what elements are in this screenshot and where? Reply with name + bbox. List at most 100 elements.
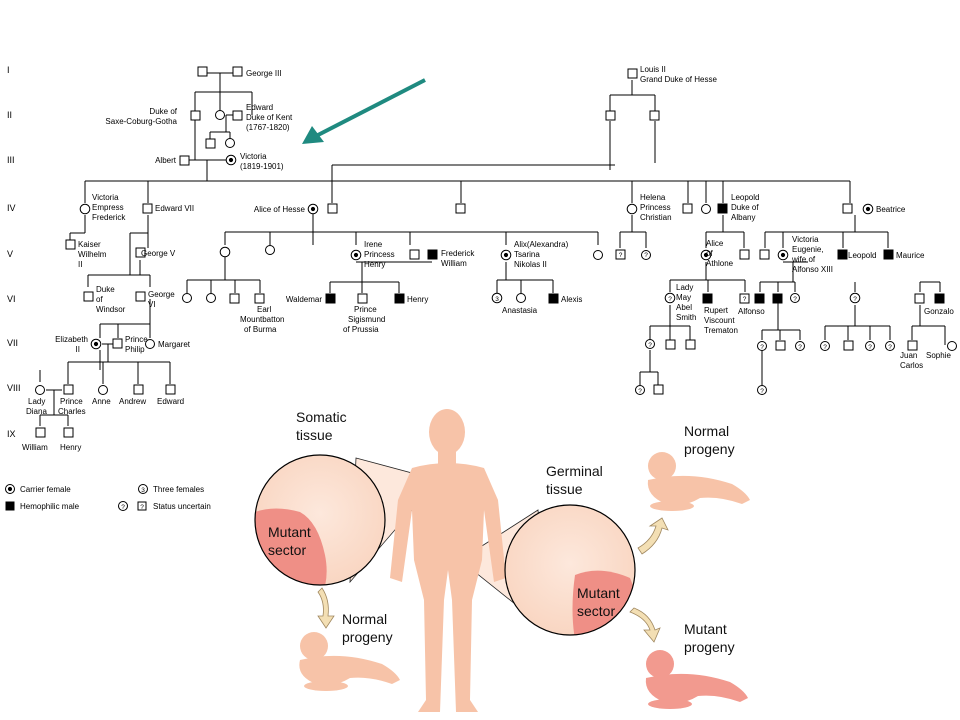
label-duke-saxe-2: Saxe-Coburg-Gotha [105, 117, 177, 126]
baby-germinal-mutant [645, 650, 748, 709]
svg-text:?: ? [868, 344, 872, 351]
svg-text:Trematon: Trematon [704, 326, 738, 335]
label-edward8: Edward [157, 397, 184, 406]
label-albert: Albert [155, 156, 177, 165]
svg-text:Rupert: Rupert [704, 306, 729, 315]
gen-VI: VI [7, 294, 16, 304]
svg-text:Prince: Prince [125, 335, 148, 344]
arrow-to-normal-right [637, 517, 669, 555]
pedigree-lines [39, 72, 946, 426]
svg-text:Prince: Prince [60, 397, 83, 406]
svg-text:Smith: Smith [676, 313, 696, 322]
svg-text:Nikolas II: Nikolas II [514, 260, 547, 269]
arrow-to-mutant-right [629, 607, 661, 643]
svg-text:?: ? [853, 296, 857, 303]
svg-text:(1819-1901): (1819-1901) [240, 162, 284, 171]
svg-text:Duke of Kent: Duke of Kent [246, 113, 293, 122]
illustration-labels: Somatic tissue Germinal tissue Mutant se… [268, 409, 735, 655]
svg-text:Irene: Irene [364, 240, 383, 249]
svg-text:Christian: Christian [640, 213, 672, 222]
gen-VII: VII [7, 338, 18, 348]
legend-labels: Carrier female Hemophilic male Three fem… [20, 485, 211, 511]
gen-V: V [7, 249, 13, 259]
label-mutant-left-1: Mutant [268, 524, 311, 540]
svg-text:Albany: Albany [731, 213, 755, 222]
label-leopold: Leopold [848, 251, 876, 260]
svg-text:Earl: Earl [257, 305, 271, 314]
svg-text:Frederick: Frederick [92, 213, 126, 222]
george3-symbol-2 [232, 66, 243, 77]
label-normal-left-2: progeny [342, 629, 393, 645]
svg-text:Alfonso XIII: Alfonso XIII [792, 265, 833, 274]
svg-text:of Prussia: of Prussia [343, 325, 379, 334]
svg-text:Alix(Alexandra): Alix(Alexandra) [514, 240, 569, 249]
pointer-arrow [302, 78, 426, 144]
svg-text:Wilhelm: Wilhelm [78, 250, 107, 259]
label-beatrice: Beatrice [876, 205, 906, 214]
label-margaret: Margaret [158, 340, 191, 349]
legend-status-uncertain: Status uncertain [153, 502, 211, 511]
george3-symbol [197, 66, 208, 77]
svg-text:Louis II: Louis II [640, 65, 666, 74]
label-andrew: Andrew [119, 397, 146, 406]
svg-text:?: ? [743, 296, 747, 303]
svg-text:Victoria: Victoria [792, 235, 819, 244]
svg-text:Alice: Alice [706, 239, 724, 248]
svg-text:Prince: Prince [354, 305, 377, 314]
svg-text:?: ? [638, 388, 642, 395]
svg-text:3: 3 [141, 487, 145, 494]
svg-text:Abel: Abel [676, 303, 692, 312]
label-normal-left-1: Normal [342, 611, 387, 627]
label-somatic-2: tissue [296, 427, 333, 443]
svg-text:?: ? [644, 252, 648, 259]
label-mutant-progeny-1: Mutant [684, 621, 727, 637]
svg-text:?: ? [823, 344, 827, 351]
germinal-magnifier [504, 504, 636, 636]
generation-labels: I II III IV V VI VII VIII IX [7, 65, 21, 439]
svg-text:?: ? [140, 504, 144, 511]
svg-text:Lady: Lady [676, 283, 693, 292]
svg-text:3: 3 [495, 296, 499, 303]
gen-III: III [7, 155, 15, 165]
label-henry6: Henry [407, 295, 428, 304]
svg-text:Elizabeth: Elizabeth [55, 335, 88, 344]
label-anastasia: Anastasia [502, 306, 538, 315]
svg-text:Juan: Juan [900, 351, 917, 360]
gen-VIII: VIII [7, 383, 21, 393]
progeny-arrows [317, 517, 669, 643]
human-figure [390, 409, 506, 712]
svg-text:?: ? [760, 388, 764, 395]
svg-text:?: ? [648, 342, 652, 349]
label-waldemar: Waldemar [286, 295, 322, 304]
svg-text:Charles: Charles [58, 407, 86, 416]
svg-text:II: II [78, 260, 82, 269]
svg-text:Henry: Henry [364, 260, 385, 269]
label-sophie: Sophie [926, 351, 951, 360]
pedigree-names: George III Duke of Saxe-Coburg-Gotha Edw… [22, 65, 954, 452]
label-alexis: Alexis [561, 295, 582, 304]
svg-text:Victoria: Victoria [240, 152, 267, 161]
arrow-to-normal-left [317, 587, 335, 629]
svg-text:?: ? [668, 296, 672, 303]
label-alfonso: Alfonso [738, 307, 765, 316]
svg-text:Princess: Princess [640, 203, 671, 212]
label-mutant-left-2: sector [268, 542, 306, 558]
label-germinal-1: Germinal [546, 463, 603, 479]
baby-somatic-normal [299, 632, 400, 691]
svg-text:(1767-1820): (1767-1820) [246, 123, 290, 132]
label-henry9: Henry [60, 443, 81, 452]
label-gonzalo: Gonzalo [924, 307, 954, 316]
svg-text:?: ? [798, 344, 802, 351]
label-somatic-1: Somatic [296, 409, 347, 425]
svg-text:Edward: Edward [246, 103, 273, 112]
pedigree-symbols [35, 66, 957, 438]
svg-text:Diana: Diana [26, 407, 47, 416]
svg-text:Victoria: Victoria [92, 193, 119, 202]
svg-text:George: George [148, 290, 175, 299]
label-anne: Anne [92, 397, 111, 406]
svg-text:Helena: Helena [640, 193, 666, 202]
svg-text:of: of [96, 295, 103, 304]
symbol-glyphs: 3 ? ? ? ? ? ? ? ? ? ? ? ? ? ? [495, 252, 892, 395]
label-normal-right-1: Normal [684, 423, 729, 439]
